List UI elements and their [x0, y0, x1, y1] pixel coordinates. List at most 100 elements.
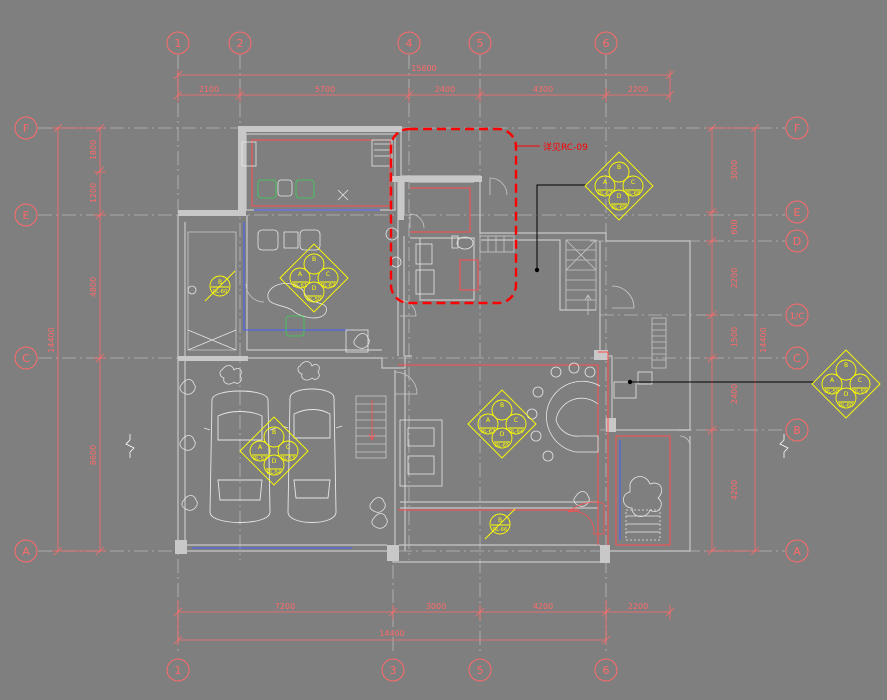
decorative-plants [179, 333, 590, 529]
grid-label-top-4: 4 [406, 37, 413, 50]
furniture-living-room [399, 362, 605, 535]
furniture-middle-room [187, 229, 369, 353]
tag-5-code-2: RL-53 [281, 456, 295, 462]
grid-label-right-F: F [794, 122, 800, 135]
dim-right-2: 600 [730, 219, 739, 234]
tag-2-right: C [326, 271, 330, 278]
detail-callout: 详见RC-09 [389, 127, 588, 305]
tag-3-code: RL-60 [213, 289, 227, 295]
furniture-upper-room [241, 139, 393, 201]
tag-1-code-1: RL-67 [598, 191, 612, 197]
grid-label-right-D: D [793, 235, 801, 248]
tag-2-code-3: RL-50 [307, 297, 321, 303]
dim-right-5: 2400 [730, 384, 739, 404]
tag-5-code-3: RL-54 [267, 470, 281, 476]
tag-4-bottom: D [500, 431, 505, 438]
grid-label-left-F: F [23, 122, 29, 135]
tag-2-top: B [312, 256, 316, 263]
dim-bottom-4: 2200 [628, 602, 648, 611]
elevation-tag-3: B RL-60 [204, 270, 236, 302]
tag-7-left: A [830, 377, 835, 384]
tag-2-left: A [298, 271, 303, 278]
tag-5-code-1: RL-52 [253, 456, 267, 462]
tag-4-code-1: RL-63 [481, 429, 495, 435]
elevation-tag-5: B A C D RL-52 RL-53 RL-54 [239, 416, 309, 486]
grid-label-top-5: 5 [477, 37, 484, 50]
stair-garage [355, 395, 387, 459]
elevation-tag-7: B A C D RL-58 RL-59 RL-60 [811, 349, 881, 419]
dim-bottom-2: 3000 [426, 602, 446, 611]
grid-bubbles-bottom [166, 658, 618, 682]
callout-label: 详见RC-09 [543, 141, 588, 153]
dim-left-2: 1200 [89, 183, 98, 203]
elevation-tag-2: B A C D RL-61 RL-62 RL-50 [279, 243, 349, 313]
grid-bubbles-left [14, 116, 38, 563]
leader-dot-2 [627, 379, 633, 385]
grid-bubbles-right [785, 116, 809, 563]
tag-4-code-3: RL-65 [495, 443, 509, 449]
car-left [203, 390, 277, 523]
tag-7-top: B [844, 362, 848, 369]
break-markers [125, 434, 789, 458]
grid-bubbles-top [166, 31, 618, 55]
dim-top-2: 5700 [315, 85, 335, 94]
grid-label-right-B: B [793, 424, 801, 437]
tag-1-left: A [603, 179, 608, 186]
tag-7-bottom: D [844, 391, 849, 398]
elevation-tag-6: B RL-66 [484, 508, 516, 540]
tag-7-code-2: RL-59 [853, 389, 867, 395]
dim-bottom-3: 4200 [533, 602, 553, 611]
stair-top [479, 235, 597, 315]
tag-1-code-2: RL-68 [626, 191, 640, 197]
tag-1-right: C [631, 179, 635, 186]
grid-label-right-C: C [793, 352, 801, 365]
dim-right-3: 2200 [730, 268, 739, 288]
dim-bottom-total: 14400 [379, 629, 404, 638]
wall-fills [175, 126, 616, 563]
elevation-tag-1: B A C D RL-67 RL-68 RL-69 [584, 151, 654, 221]
tag-2-code-1: RL-61 [293, 283, 307, 289]
dim-top-total: 15600 [411, 64, 436, 73]
tag-4-left: A [486, 417, 491, 424]
tag-1-code-3: RL-69 [612, 205, 626, 211]
tag-1-top: B [617, 164, 621, 171]
grid-label-left-C: C [22, 352, 30, 365]
tag-6-top: B [498, 517, 502, 524]
grid-label-top-2: 2 [237, 37, 244, 50]
grid-label-bottom-5: 5 [477, 664, 484, 677]
grid-label-bottom-3: 3 [390, 664, 397, 677]
tag-4-top: B [500, 402, 504, 409]
dim-left-3: 4800 [89, 277, 98, 297]
dim-right-1: 3000 [730, 160, 739, 180]
tag-2-bottom: D [312, 285, 317, 292]
tag-1-bottom: D [617, 193, 622, 200]
elevation-tag-4: B A C D RL-63 RL-64 RL-65 [467, 389, 537, 459]
tag-3-top: B [218, 279, 222, 286]
grid-label-right-E: E [794, 206, 801, 219]
dim-left-4: 8600 [89, 445, 98, 465]
dim-right-6: 4200 [730, 480, 739, 500]
dim-top-4: 4300 [533, 85, 553, 94]
tag-6-code: RL-66 [493, 527, 507, 533]
tag-7-code-1: RL-58 [825, 389, 839, 395]
dim-left-total: 14400 [47, 327, 56, 352]
furniture-right-room [613, 371, 663, 541]
dim-bottom-1: 7200 [275, 602, 295, 611]
tag-5-bottom: D [272, 458, 277, 465]
grid-label-top-6: 6 [603, 37, 610, 50]
grid-label-bottom-6: 6 [603, 664, 610, 677]
dimension-lines [52, 70, 760, 645]
room-outline-blue [192, 209, 621, 549]
dim-top-3: 2400 [435, 85, 455, 94]
tag-2-code-2: RL-62 [321, 283, 335, 289]
tag-5-top: B [272, 429, 276, 436]
stair-right [651, 317, 667, 369]
dim-right-total: 14400 [759, 327, 768, 352]
grid-label-left-A: A [22, 545, 30, 558]
grid-label-left-E: E [23, 209, 30, 222]
dim-top-5: 2200 [628, 85, 648, 94]
tag-4-code-2: RL-64 [509, 429, 523, 435]
tag-7-right: C [858, 377, 862, 384]
